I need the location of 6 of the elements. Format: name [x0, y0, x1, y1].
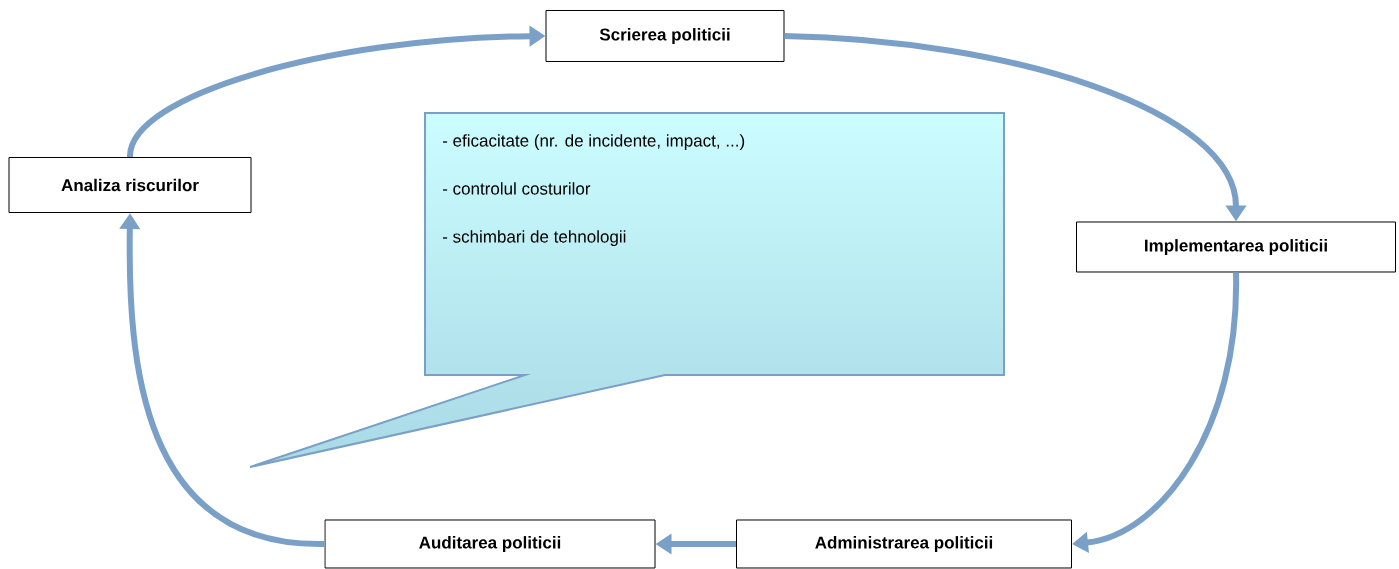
process-box: Auditarea politicii — [324, 519, 656, 569]
process-box: Implementarea politicii — [1076, 221, 1396, 273]
callout-box: - eficacitate (nr. de incidente, impact, ...) - controlul costurilor - schimbari de tehnologii — [249, 112, 1005, 468]
process-box: Administrarea politicii — [736, 519, 1072, 569]
process-box: Scrierea politicii — [545, 10, 785, 62]
process-box: Analiza riscurilor — [8, 157, 252, 213]
